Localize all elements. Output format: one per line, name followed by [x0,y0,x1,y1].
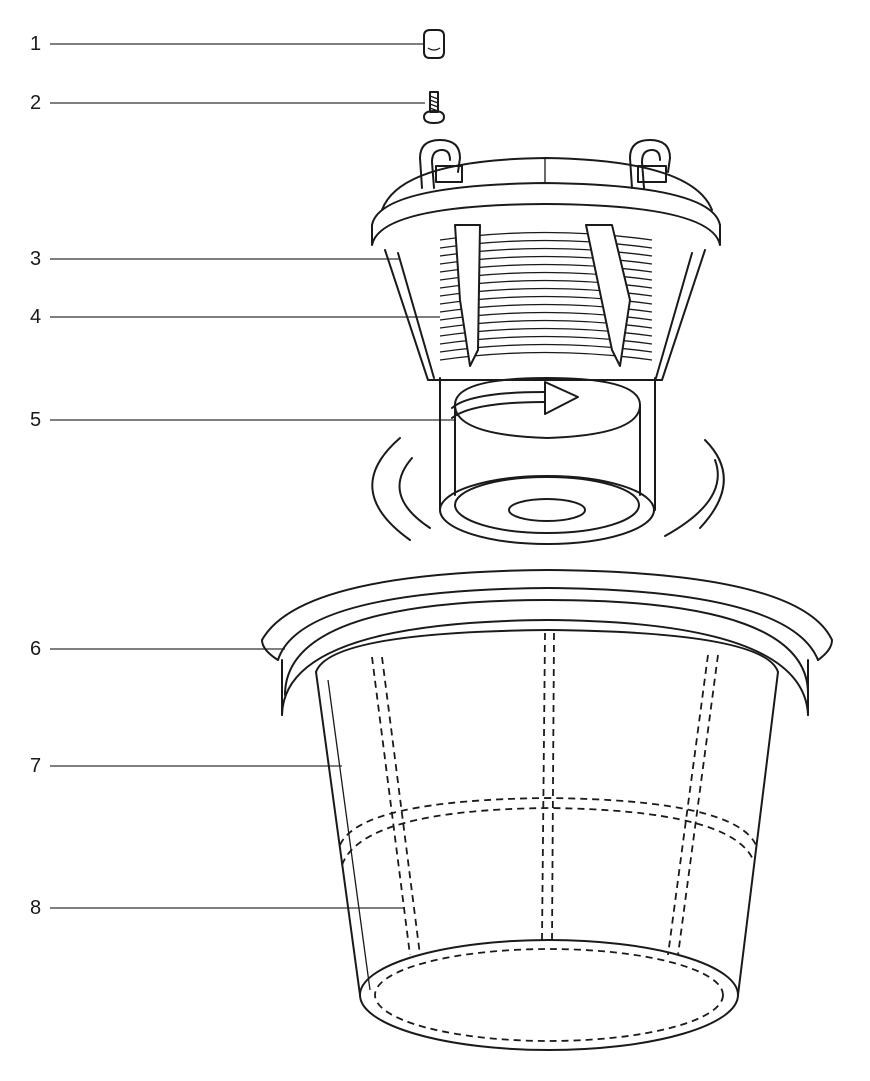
callout-label-1: 1 [30,33,42,55]
basket-dashed-ribs [371,632,719,956]
callout-label-5: 5 [30,409,42,431]
callout-label-3: 3 [30,248,42,270]
callout-label-4: 4 [30,306,42,328]
cap-part [423,29,445,59]
filter-housing-part [371,139,725,545]
callout-label-8: 8 [30,897,42,919]
callout-label-7: 7 [30,755,42,777]
filter-basket-part [261,569,833,1051]
screw-part [423,91,445,124]
callout-label-2: 2 [30,92,42,114]
callout-label-6: 6 [30,638,42,660]
leader-lines [50,43,456,909]
